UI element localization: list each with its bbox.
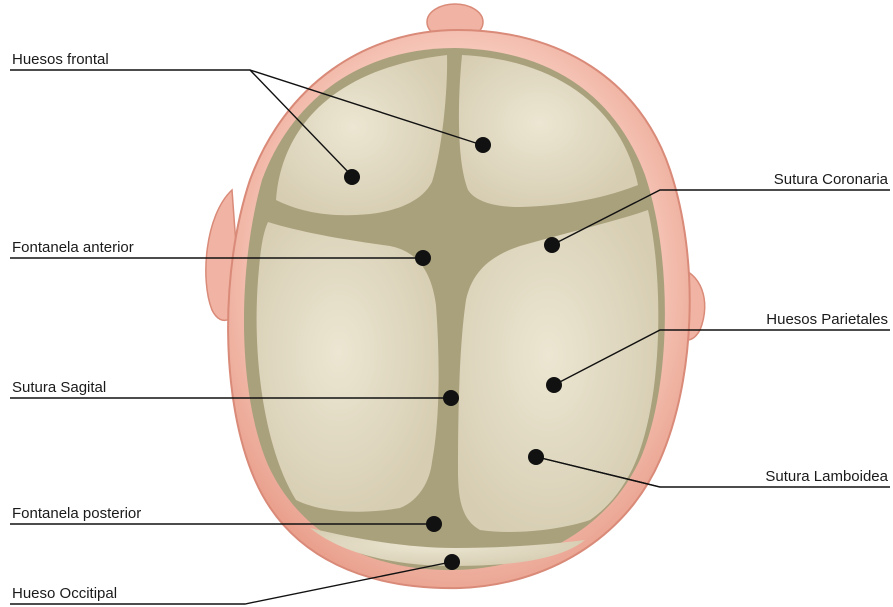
label-sagittal: Sutura Sagital bbox=[12, 379, 106, 396]
label-lambdoid: Sutura Lamboidea bbox=[765, 468, 888, 485]
marker-sagittal bbox=[443, 390, 459, 406]
marker-lambdoid bbox=[528, 449, 544, 465]
marker-frontal-left bbox=[344, 169, 360, 185]
marker-coronal bbox=[544, 237, 560, 253]
label-anterior: Fontanela anterior bbox=[12, 239, 134, 256]
label-coronal: Sutura Coronaria bbox=[774, 171, 889, 188]
frontal-bone-left bbox=[276, 55, 447, 215]
label-frontal: Huesos frontal bbox=[12, 51, 109, 68]
marker-occipital bbox=[444, 554, 460, 570]
marker-anterior-fontanelle bbox=[415, 250, 431, 266]
parietal-bone-left bbox=[257, 222, 439, 512]
marker-frontal-right bbox=[475, 137, 491, 153]
label-posterior: Fontanela posterior bbox=[12, 505, 141, 522]
label-parietal: Huesos Parietales bbox=[766, 311, 888, 328]
marker-posterior-fontanelle bbox=[426, 516, 442, 532]
label-occipital: Hueso Occitipal bbox=[12, 585, 117, 602]
marker-parietal bbox=[546, 377, 562, 393]
frontal-bone-right bbox=[459, 55, 638, 207]
